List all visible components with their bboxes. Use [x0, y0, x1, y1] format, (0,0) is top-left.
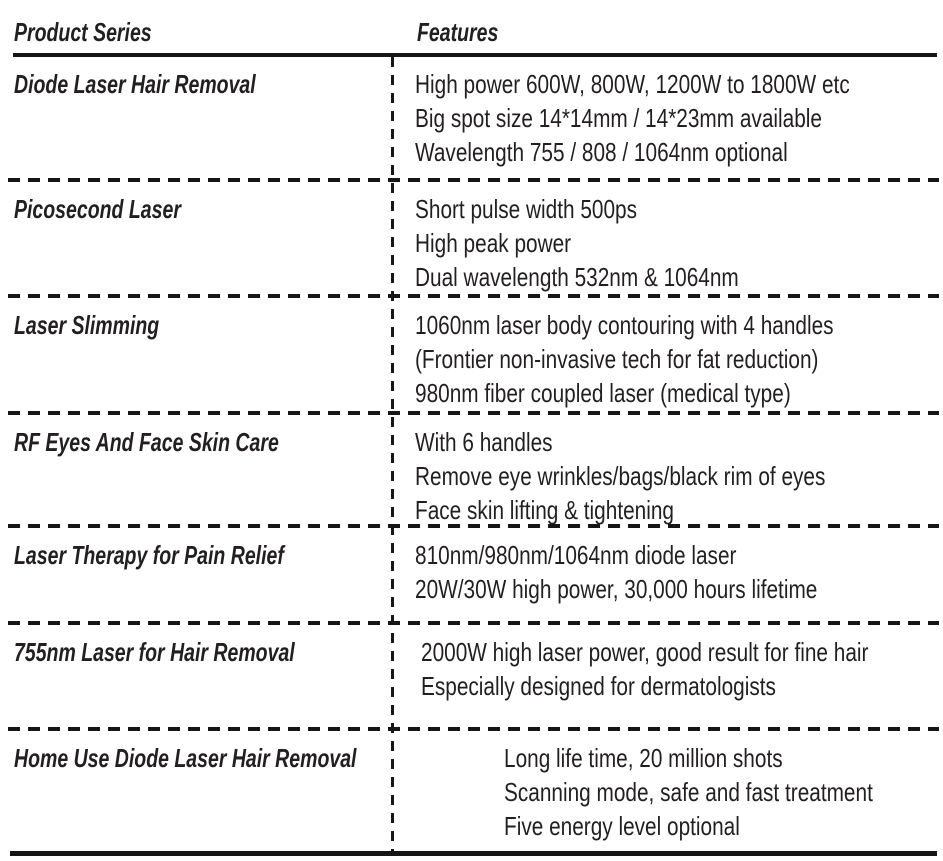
features-cell: 1060nm laser body contouring with 4 hand…: [392, 298, 943, 411]
table-row: 755nm Laser for Hair Removal 2000W high …: [0, 625, 943, 727]
row-separator: [8, 727, 939, 731]
feature-line: Wavelength 755 / 808 / 1064nm optional: [415, 137, 788, 167]
column-divider: [391, 57, 394, 851]
product-name: Diode Laser Hair Removal: [14, 69, 256, 99]
row-separator: [8, 294, 939, 298]
feature-line: (Frontier non-invasive tech for fat redu…: [415, 344, 819, 374]
feature-line: Especially designed for dermatologists: [421, 671, 777, 701]
product-name: 755nm Laser for Hair Removal: [14, 637, 295, 667]
table-row: Home Use Diode Laser Hair Removal Long l…: [0, 731, 943, 851]
feature-line: High peak power: [415, 228, 572, 258]
feature-line: 20W/30W high power, 30,000 hours lifetim…: [415, 574, 818, 604]
feature-line: Long life time, 20 million shots: [503, 743, 783, 773]
features-cell: Long life time, 20 million shots Scannin…: [481, 731, 943, 851]
feature-line: Five energy level optional: [503, 811, 740, 841]
product-series-cell: Laser Slimming: [0, 298, 392, 411]
feature-line: With 6 handles: [415, 427, 553, 457]
feature-line: 1060nm laser body contouring with 4 hand…: [415, 310, 834, 340]
table-row: Diode Laser Hair Removal High power 600W…: [0, 57, 943, 178]
row-separator: [8, 524, 939, 528]
feature-line: Face skin lifting & tightening: [415, 495, 674, 525]
table-row: Picosecond Laser Short pulse width 500ps…: [0, 182, 943, 294]
feature-line: Short pulse width 500ps: [415, 194, 638, 224]
feature-line: Remove eye wrinkles/bags/black rim of ey…: [415, 461, 826, 491]
header-row: Product Series Features: [0, 0, 943, 53]
product-name: Picosecond Laser: [14, 194, 181, 224]
product-series-cell: RF Eyes And Face Skin Care: [0, 415, 392, 524]
features-cell: Short pulse width 500ps High peak power …: [392, 182, 943, 294]
features-cell: With 6 handles Remove eye wrinkles/bags/…: [392, 415, 943, 525]
table-row: Laser Therapy for Pain Relief 810nm/980n…: [0, 528, 943, 621]
features-cell: High power 600W, 800W, 1200W to 1800W et…: [392, 57, 943, 178]
product-series-cell: Laser Therapy for Pain Relief: [0, 528, 392, 621]
feature-line: 810nm/980nm/1064nm diode laser: [415, 540, 737, 570]
product-name: Laser Therapy for Pain Relief: [14, 540, 284, 570]
row-separator: [8, 411, 939, 415]
feature-line: 980nm fiber coupled laser (medical type): [415, 378, 791, 408]
feature-line: 2000W high laser power, good result for …: [421, 637, 869, 667]
column-header-features: Features: [392, 15, 943, 53]
column-header-product-series: Product Series: [0, 15, 392, 53]
bottom-rule: [10, 851, 937, 856]
column-header-product-series-label: Product Series: [14, 17, 152, 47]
feature-line: Dual wavelength 532nm & 1064nm: [415, 262, 739, 292]
feature-line: Scanning mode, safe and fast treatment: [503, 777, 873, 807]
product-series-cell: 755nm Laser for Hair Removal: [0, 625, 398, 727]
product-series-cell: Picosecond Laser: [0, 182, 392, 294]
table-body: Diode Laser Hair Removal High power 600W…: [0, 57, 943, 851]
features-cell: 2000W high laser power, good result for …: [398, 625, 943, 727]
header-rule: [13, 53, 937, 57]
product-series-cell: Home Use Diode Laser Hair Removal: [0, 731, 481, 851]
table-row: Laser Slimming 1060nm laser body contour…: [0, 298, 943, 411]
product-name: Home Use Diode Laser Hair Removal: [14, 743, 357, 773]
feature-line: High power 600W, 800W, 1200W to 1800W et…: [415, 69, 850, 99]
feature-line: Big spot size 14*14mm / 14*23mm availabl…: [415, 103, 822, 133]
product-name: Laser Slimming: [14, 310, 160, 340]
table-row: RF Eyes And Face Skin Care With 6 handle…: [0, 415, 943, 525]
row-separator: [8, 621, 939, 625]
features-cell: 810nm/980nm/1064nm diode laser 20W/30W h…: [392, 528, 943, 621]
product-series-cell: Diode Laser Hair Removal: [0, 57, 392, 178]
product-name: RF Eyes And Face Skin Care: [14, 427, 279, 457]
column-header-features-label: Features: [417, 17, 499, 47]
row-separator: [8, 178, 939, 182]
